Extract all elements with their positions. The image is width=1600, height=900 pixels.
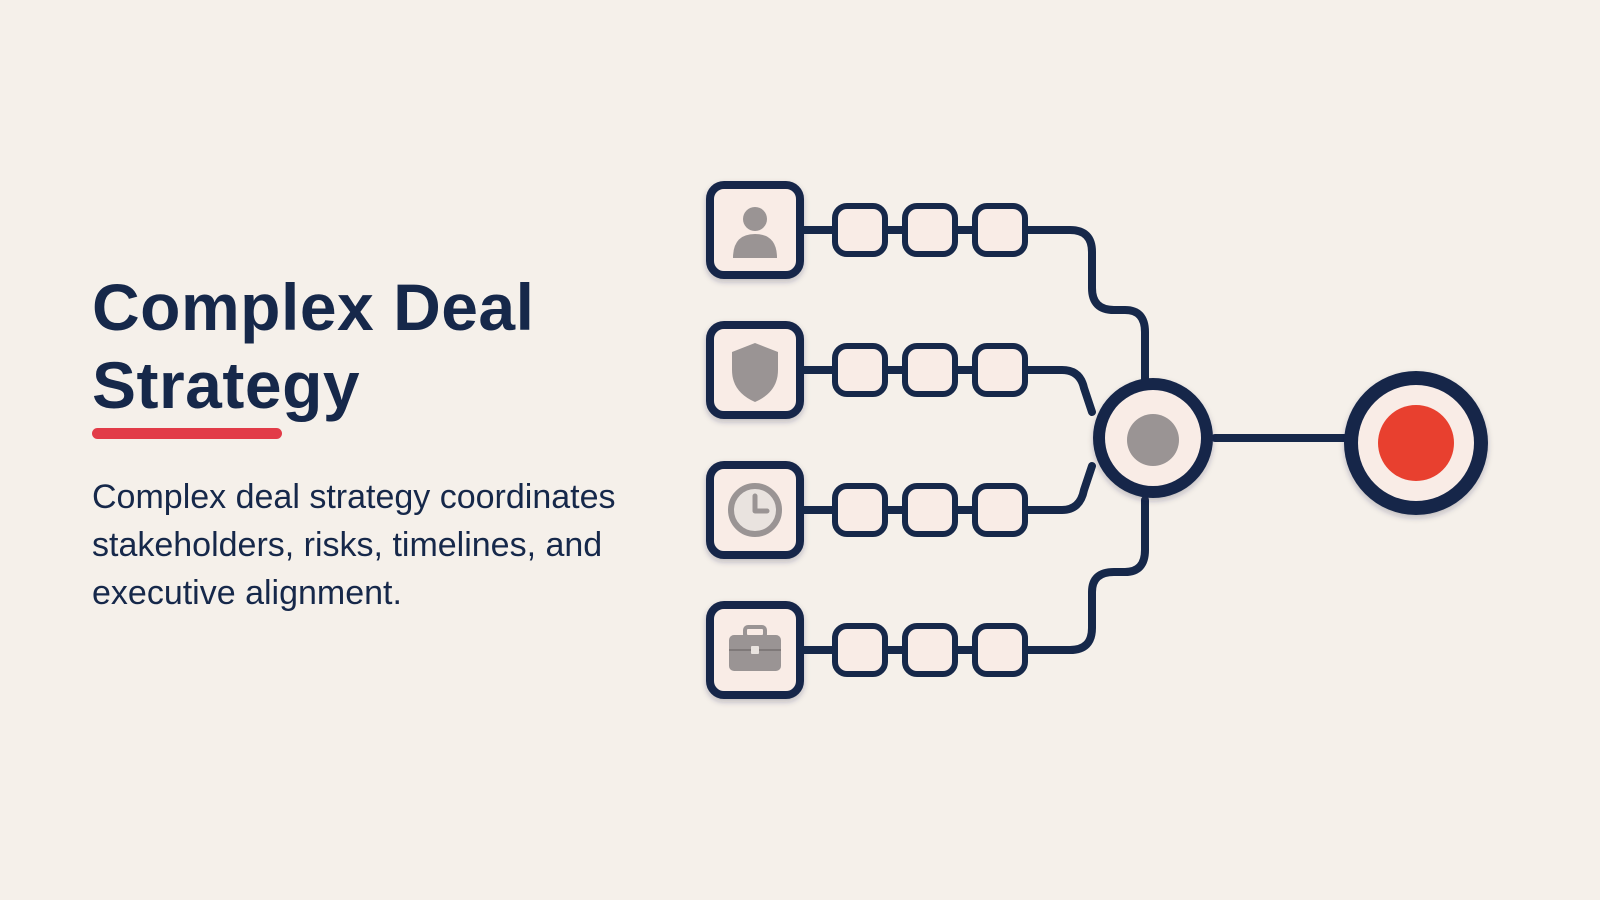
- title-underline: [92, 428, 282, 439]
- step-box: [972, 343, 1028, 397]
- connectors: [1021, 226, 1349, 654]
- step-box: [832, 203, 888, 257]
- step-box: [902, 623, 958, 677]
- connector-4: [1021, 496, 1149, 654]
- connector-2: [1021, 366, 1096, 416]
- step-box: [832, 483, 888, 537]
- clock-icon: [728, 483, 782, 537]
- title-line-1: Complex Deal: [92, 270, 535, 344]
- step-box: [902, 203, 958, 257]
- step-box: [832, 623, 888, 677]
- target-node: [1344, 371, 1488, 515]
- connector-1: [1021, 226, 1149, 384]
- title-line-2: Strategy: [92, 348, 361, 422]
- step-box: [832, 343, 888, 397]
- text-block: Complex Deal Strategy Complex deal strat…: [92, 268, 632, 617]
- page-title: Complex Deal Strategy: [92, 268, 632, 424]
- input-row-3: [706, 461, 1028, 559]
- gray-dot-icon: [1127, 414, 1179, 466]
- connector-3: [1021, 462, 1096, 514]
- step-box: [902, 343, 958, 397]
- person-icon: [733, 207, 777, 258]
- input-row-1: [706, 181, 1028, 279]
- red-dot-icon: [1378, 405, 1454, 481]
- briefcase-icon: [729, 625, 781, 671]
- step-box: [902, 483, 958, 537]
- flow-diagram: [700, 170, 1530, 730]
- flow-diagram-svg: [706, 181, 1488, 699]
- shield-icon: [732, 343, 778, 402]
- input-row-4: [706, 601, 1028, 699]
- step-box: [972, 203, 1028, 257]
- description: Complex deal strategy coordinates stakeh…: [92, 478, 616, 612]
- step-box: [972, 483, 1028, 537]
- hub-node: [1093, 378, 1213, 498]
- input-row-2: [706, 321, 1028, 419]
- step-box: [972, 623, 1028, 677]
